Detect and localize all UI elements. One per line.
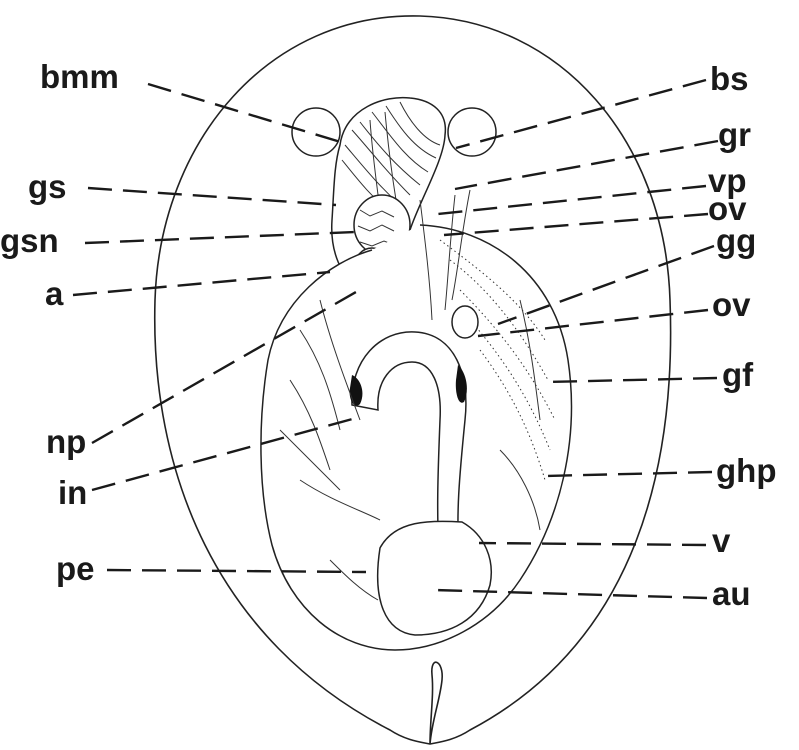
label-ov-lower: ov xyxy=(712,286,751,323)
label-gg: gg xyxy=(716,222,756,259)
label-gsn: gsn xyxy=(0,222,59,259)
left-circle xyxy=(292,108,340,156)
label-bs: bs xyxy=(710,60,749,97)
posterior-notch xyxy=(430,662,442,744)
label-a: a xyxy=(45,275,64,312)
label-v: v xyxy=(712,522,731,559)
label-in: in xyxy=(58,474,87,511)
gg-ellipse xyxy=(452,306,478,338)
label-pe: pe xyxy=(56,550,95,587)
label-np: np xyxy=(46,423,86,460)
right-circle xyxy=(448,108,496,156)
label-bmm: bmm xyxy=(40,58,119,95)
label-gr: gr xyxy=(718,116,751,153)
label-gs: gs xyxy=(28,168,67,205)
label-ghp: ghp xyxy=(716,452,776,489)
label-au: au xyxy=(712,575,751,612)
label-gf: gf xyxy=(722,356,754,393)
